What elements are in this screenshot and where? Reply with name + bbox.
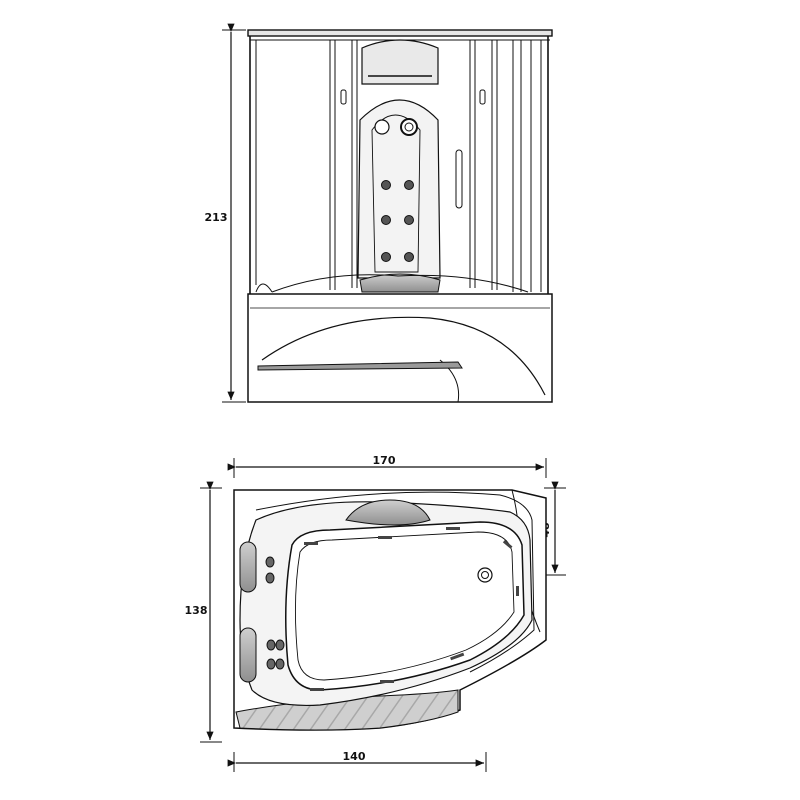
back-jets (381, 180, 414, 262)
front-dimension: 140 (227, 750, 487, 772)
control-knob-icon (374, 119, 390, 135)
width-dimension: 170 (227, 454, 547, 478)
front-view: 213 (205, 23, 553, 403)
overhead-shower (361, 39, 439, 85)
right-handle-icon (479, 89, 486, 105)
height-dimension: 213 (205, 23, 246, 403)
depth-dimension: 138 (185, 481, 222, 743)
back-column (271, 39, 529, 293)
top-view: 170 138 48 140 (185, 454, 566, 772)
cabin-frame (249, 36, 549, 295)
drain-icon (477, 567, 493, 583)
side-cushion (239, 627, 257, 683)
height-label: 213 (205, 211, 228, 224)
depth-label: 138 (185, 604, 208, 617)
side-cushion (239, 541, 257, 593)
front-label: 140 (343, 750, 366, 763)
headrest (345, 499, 431, 526)
bath-step (257, 361, 463, 371)
tub-basin (285, 521, 525, 691)
control-knob-icon (400, 118, 418, 136)
width-label: 170 (373, 454, 396, 467)
tub-base (247, 293, 553, 403)
jet-column-panel (357, 99, 441, 279)
tub-jets (265, 527, 519, 691)
hand-shower-rail-icon (455, 149, 463, 209)
left-handle-icon (340, 89, 347, 105)
cabin-roof (247, 29, 553, 41)
